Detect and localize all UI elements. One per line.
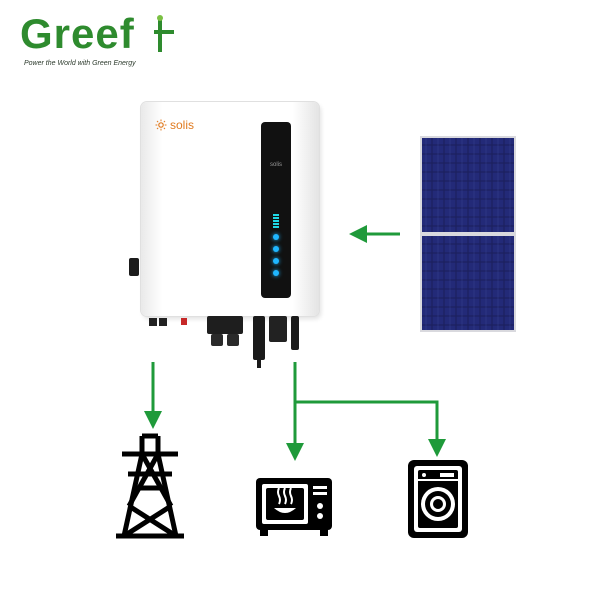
power-status-led: [273, 234, 279, 240]
inverter-connectors: [149, 316, 299, 368]
inverter-brand: solis: [155, 118, 194, 132]
microwave-icon: [256, 478, 332, 536]
washing-machine-icon: [408, 460, 468, 538]
brand-name: Greef: [20, 10, 135, 57]
battery-level-indicator: [273, 214, 279, 228]
inverter-to-washer-arrow: [295, 400, 446, 457]
hybrid-inverter: solis solis: [141, 102, 319, 316]
dc-switch: [129, 258, 139, 276]
alarm-status-led: [273, 270, 279, 276]
sun-logo-icon: [155, 119, 167, 131]
brand-logo: Greef Power the World with Green Energy: [20, 12, 180, 76]
wifi-status-led: [273, 246, 279, 252]
brand-tagline: Power the World with Green Energy: [24, 60, 136, 67]
inverter-display-panel: solis: [261, 122, 291, 298]
display-brand-label: solis: [269, 162, 282, 168]
power-pylon-icon: [116, 433, 184, 539]
grid-status-led: [273, 258, 279, 264]
logo-leaf-icon: [154, 15, 174, 52]
solar-panel-icon: [420, 136, 516, 332]
inverter-brand-label: solis: [170, 118, 195, 132]
